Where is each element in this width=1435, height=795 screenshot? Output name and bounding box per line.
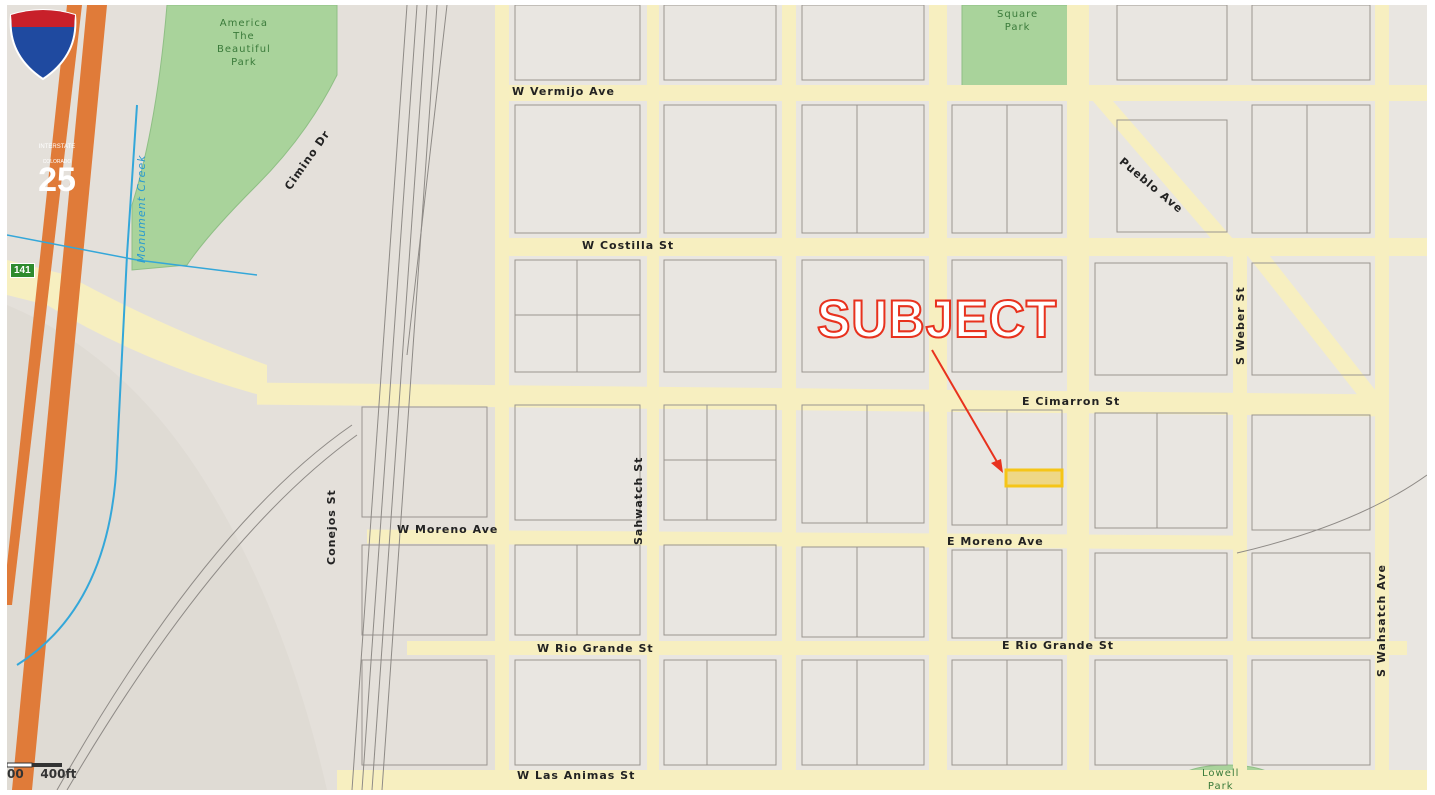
street-label-wahsatch: S Wahsatch Ave: [1375, 564, 1388, 677]
street-label-conejos: Conejos St: [325, 489, 338, 565]
street-label-e-moreno: E Moreno Ave: [947, 535, 1044, 548]
street-label-w-rio-grande: W Rio Grande St: [537, 642, 654, 655]
scale-label: 00 400ft: [7, 767, 77, 781]
park-square: [961, 5, 1078, 88]
map-canvas[interactable]: America The Beautiful Park Square Park L…: [7, 5, 1427, 790]
monument-creek-line: [16, 104, 138, 666]
park-label-america: America The Beautiful Park: [217, 18, 271, 68]
street-label-weber: S Weber St: [1234, 286, 1247, 365]
subject-arrow: [931, 349, 1001, 468]
street-label-vermijo: W Vermijo Ave: [512, 85, 615, 98]
park-label-lowell: Lowell Park: [1202, 768, 1240, 790]
map-graphics: [7, 5, 1427, 790]
railroad-tracks: [56, 5, 1427, 790]
street-label-e-rio-grande: E Rio Grande St: [1002, 639, 1115, 652]
street-label-w-moreno: W Moreno Ave: [397, 523, 499, 536]
street-label-costilla: W Costilla St: [582, 239, 675, 252]
subject-label: SUBJECT: [816, 289, 1058, 350]
state-route-141-shield-icon: 141: [10, 263, 35, 278]
block-outlines: [361, 5, 1371, 766]
park-america-the-beautiful: [131, 5, 338, 271]
shield-number: 25: [38, 161, 76, 199]
street-label-sahwatch: Sahwatch St: [632, 456, 645, 545]
interstate-25-road: [12, 5, 107, 790]
interstate-25-shield-icon: [9, 9, 77, 81]
park-label-square: Square Park: [997, 9, 1039, 33]
shield-state-text: COLORADO: [42, 159, 72, 165]
subject-parcel: [1004, 468, 1064, 488]
creek-label: Monument Creek: [135, 154, 148, 263]
street-label-cimarron: E Cimarron St: [1022, 395, 1121, 408]
street-label-las-animas: W Las Animas St: [517, 769, 636, 782]
shield-top-text: INTERSTATE: [38, 144, 76, 150]
